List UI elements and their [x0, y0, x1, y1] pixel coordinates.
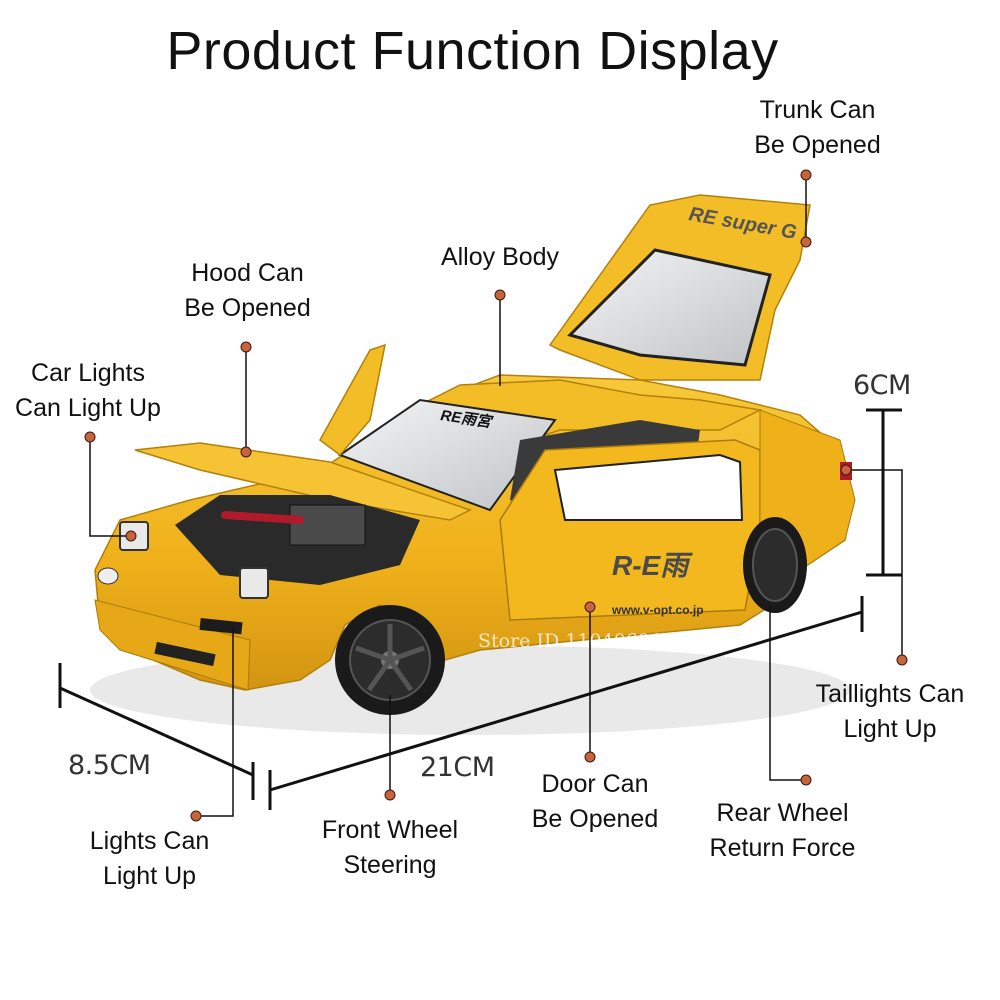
- rear-wheel-callout-line: [769, 605, 806, 781]
- engine-block: [289, 504, 366, 546]
- front-grille: [154, 641, 216, 667]
- trunk-label: Trunk Can Be Opened: [754, 96, 881, 159]
- front-wheel: [335, 605, 445, 715]
- length-dimension: 21CM: [420, 752, 495, 783]
- hood-dot: [240, 341, 252, 353]
- door-dot: [584, 601, 596, 613]
- rear-wheel-label: Rear Wheel Return Force: [709, 799, 856, 862]
- trunk-glass: [567, 248, 772, 367]
- car-lights-dot: [84, 431, 96, 443]
- lights-dot: [190, 810, 202, 822]
- taillights-label: Taillights Can Light Up: [815, 680, 965, 743]
- hood-label: Hood Can Be Opened: [184, 259, 311, 322]
- front-wheel-label: Front Wheel Steering: [321, 816, 459, 879]
- door-window: [553, 453, 744, 521]
- rear-wheel-dot: [800, 774, 812, 786]
- lights-label: Lights Can Light Up: [89, 827, 210, 890]
- alloy-dot: [494, 289, 506, 301]
- taillights-callout-line: [846, 469, 903, 660]
- width-dimension: 8.5CM: [68, 750, 151, 781]
- car-lights-label: Car Lights Can Light Up: [15, 359, 161, 422]
- fog-light: [97, 567, 119, 585]
- length-dim-line: [269, 610, 863, 792]
- height-dimension: 6CM: [853, 370, 911, 401]
- store-watermark: Store ID 1104069607: [478, 630, 687, 652]
- front-bumper: [94, 599, 251, 691]
- hood-panel: [134, 442, 472, 521]
- taillights-dot: [840, 464, 852, 476]
- popup-headlight-right: [239, 567, 269, 599]
- strut-bar: [221, 511, 304, 524]
- alloy-body-label: Alloy Body: [440, 243, 560, 271]
- callout-dots: [84, 169, 908, 822]
- car-lights-callout-line: [89, 437, 131, 537]
- windshield: [337, 398, 557, 512]
- trunk-dot: [800, 169, 812, 181]
- page-title: Product Function Display: [166, 21, 779, 81]
- front-door-left: [319, 343, 386, 457]
- side-decal: R-E雨: [612, 550, 693, 581]
- rear-wheel: [743, 517, 807, 613]
- url-decal: www.v-opt.co.jp: [611, 603, 704, 617]
- width-dim-line: [59, 686, 254, 777]
- callout-lines: [89, 175, 903, 817]
- lights-callout-line: [196, 628, 234, 817]
- front-wheel-dot: [384, 789, 396, 801]
- front-light: [199, 617, 243, 635]
- dimension-lines: [58, 408, 902, 810]
- door-label: Door Can Be Opened: [531, 770, 659, 833]
